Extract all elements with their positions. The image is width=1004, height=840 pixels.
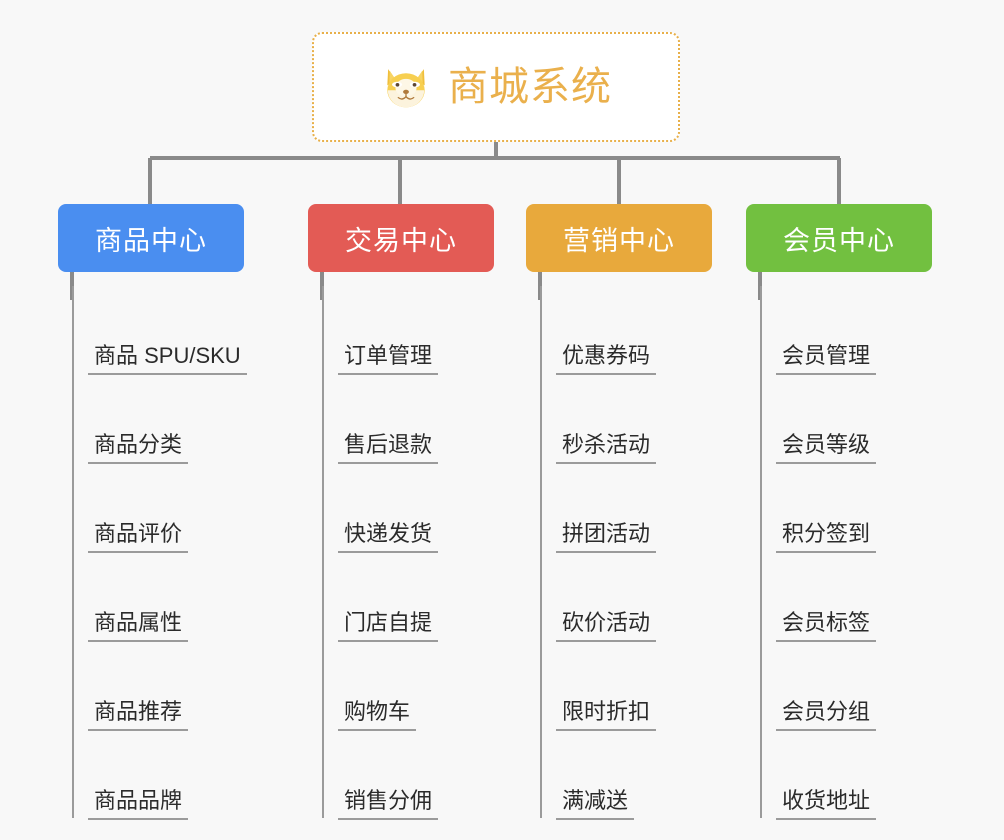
leaf-label: 收货地址: [776, 788, 877, 820]
leaf-label: 商品属性: [88, 610, 189, 642]
list-item[interactable]: 订单管理: [308, 286, 494, 375]
branch-column-marketing: 营销中心 优惠券码 秒杀活动 拼团活动 砍价活动 限时折扣 满减送: [526, 204, 712, 820]
leaf-list-marketing: 优惠券码 秒杀活动 拼团活动 砍价活动 限时折扣 满减送: [526, 286, 712, 820]
leaf-label: 秒杀活动: [556, 432, 657, 464]
list-item[interactable]: 会员标签: [746, 553, 932, 642]
leaf-label: 商品 SPU/SKU: [88, 343, 247, 375]
leaf-label: 会员标签: [776, 610, 877, 642]
leaf-label: 会员分组: [776, 699, 877, 731]
list-item[interactable]: 售后退款: [308, 375, 494, 464]
leaf-label: 门店自提: [338, 610, 439, 642]
leaf-list-trade: 订单管理 售后退款 快递发货 门店自提 购物车 销售分佣: [308, 286, 494, 820]
leaf-label: 售后退款: [338, 432, 439, 464]
root-title: 商城系统: [448, 65, 612, 109]
branch-header-label: 商品中心: [95, 225, 207, 256]
leaf-label: 商品分类: [88, 432, 189, 464]
leaf-label: 满减送: [556, 788, 635, 820]
list-item[interactable]: 销售分佣: [308, 731, 494, 820]
branch-header-label: 会员中心: [783, 225, 895, 256]
list-item[interactable]: 商品分类: [58, 375, 244, 464]
leaf-label: 拼团活动: [556, 521, 657, 553]
leaf-label: 商品推荐: [88, 699, 189, 731]
list-item[interactable]: 商品 SPU/SKU: [58, 286, 247, 375]
root-node[interactable]: 商城系统: [312, 32, 680, 142]
branch-column-trade: 交易中心 订单管理 售后退款 快递发货 门店自提 购物车 销售分佣: [308, 204, 494, 820]
leaf-label: 销售分佣: [338, 788, 439, 820]
list-item[interactable]: 秒杀活动: [526, 375, 712, 464]
leaf-label: 会员等级: [776, 432, 877, 464]
leaf-list-product: 商品 SPU/SKU 商品分类 商品评价 商品属性 商品推荐 商品品牌: [58, 286, 247, 820]
list-item[interactable]: 会员分组: [746, 642, 932, 731]
list-item[interactable]: 商品推荐: [58, 642, 244, 731]
branch-header-trade[interactable]: 交易中心: [308, 204, 494, 272]
list-item[interactable]: 购物车: [308, 642, 494, 731]
leaf-label: 商品评价: [88, 521, 189, 553]
leaf-label: 砍价活动: [556, 610, 657, 642]
leaf-label: 订单管理: [338, 343, 439, 375]
list-item[interactable]: 拼团活动: [526, 464, 712, 553]
list-item[interactable]: 收货地址: [746, 731, 932, 820]
shiba-dog-face-icon: [387, 69, 425, 108]
list-item[interactable]: 砍价活动: [526, 553, 712, 642]
leaf-label: 限时折扣: [556, 699, 657, 731]
leaf-label: 会员管理: [776, 343, 877, 375]
branch-header-marketing[interactable]: 营销中心: [526, 204, 712, 272]
branch-column-product: 商品中心 商品 SPU/SKU 商品分类 商品评价 商品属性 商品推荐 商品品牌: [58, 204, 247, 820]
list-item[interactable]: 商品属性: [58, 553, 244, 642]
leaf-label: 积分签到: [776, 521, 877, 553]
leaf-label: 优惠券码: [556, 343, 657, 375]
leaf-label: 商品品牌: [88, 788, 189, 820]
branch-header-product[interactable]: 商品中心: [58, 204, 244, 272]
list-item[interactable]: 快递发货: [308, 464, 494, 553]
branch-header-label: 交易中心: [345, 225, 457, 256]
list-item[interactable]: 满减送: [526, 731, 712, 820]
list-item[interactable]: 优惠券码: [526, 286, 712, 375]
list-item[interactable]: 商品品牌: [58, 731, 244, 820]
list-item[interactable]: 积分签到: [746, 464, 932, 553]
list-item[interactable]: 限时折扣: [526, 642, 712, 731]
list-item[interactable]: 商品评价: [58, 464, 244, 553]
list-item[interactable]: 会员管理: [746, 286, 932, 375]
branch-header-member[interactable]: 会员中心: [746, 204, 932, 272]
leaf-list-member: 会员管理 会员等级 积分签到 会员标签 会员分组 收货地址: [746, 286, 932, 820]
leaf-label: 购物车: [338, 699, 417, 731]
list-item[interactable]: 会员等级: [746, 375, 932, 464]
list-item[interactable]: 门店自提: [308, 553, 494, 642]
branch-header-label: 营销中心: [563, 225, 675, 256]
branch-column-member: 会员中心 会员管理 会员等级 积分签到 会员标签 会员分组 收货地址: [746, 204, 932, 820]
leaf-label: 快递发货: [338, 521, 439, 553]
